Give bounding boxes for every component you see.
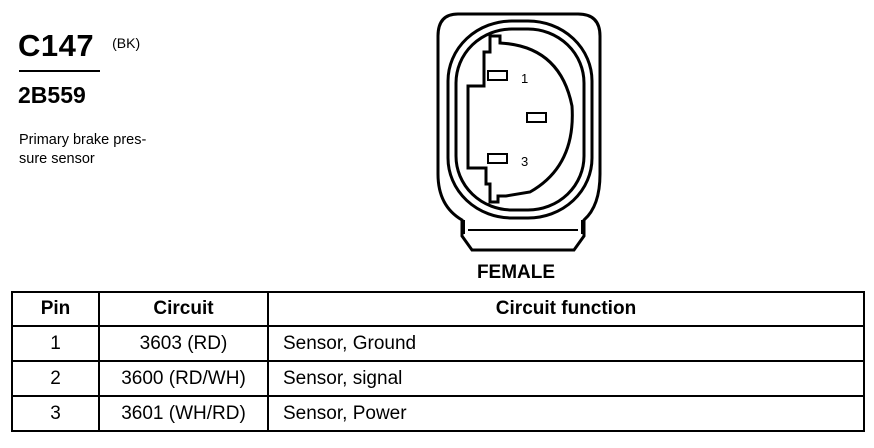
- table-row: 2 3600 (RD/WH) Sensor, signal: [11, 360, 865, 397]
- function-cell: Sensor, signal: [267, 360, 865, 397]
- pin-label-1: 1: [521, 71, 528, 86]
- connector-inner-seal: [454, 27, 586, 212]
- table-header-row: Pin Circuit Circuit function: [11, 291, 865, 327]
- header-divider: [19, 70, 100, 72]
- pinout-table: Pin Circuit Circuit function 1 3603 (RD)…: [11, 291, 865, 432]
- table-row: 1 3603 (RD) Sensor, Ground: [11, 325, 865, 362]
- header-circuit-function: Circuit function: [267, 291, 865, 327]
- pin-cell: 2: [11, 360, 100, 397]
- pin-cavity-3: [487, 153, 508, 164]
- pin-cavity-2: [526, 112, 547, 123]
- pin-cell: 1: [11, 325, 100, 362]
- circuit-cell: 3600 (RD/WH): [98, 360, 269, 397]
- connector-description: Primary brake pres- sure sensor: [19, 132, 147, 167]
- connector-header: C147 (BK): [18, 28, 140, 64]
- function-cell: Sensor, Power: [267, 395, 865, 432]
- terminal-insert: [466, 34, 574, 204]
- header-circuit: Circuit: [98, 291, 269, 327]
- header-pin: Pin: [11, 291, 100, 327]
- part-number: 2B559: [18, 82, 86, 108]
- view-label: FEMALE: [476, 262, 556, 283]
- pin-cavity-1: [487, 70, 508, 81]
- connector-outer-housing: [436, 12, 602, 252]
- connector-color: (BK): [112, 35, 141, 51]
- pin-cell: 3: [11, 395, 100, 432]
- table-row: 3 3601 (WH/RD) Sensor, Power: [11, 395, 865, 432]
- circuit-cell: 3603 (RD): [98, 325, 269, 362]
- connector-outer-seal: [446, 19, 594, 220]
- circuit-cell: 3601 (WH/RD): [98, 395, 269, 432]
- function-cell: Sensor, Ground: [267, 325, 865, 362]
- connector-face-diagram: 1 3: [436, 12, 602, 252]
- pin-label-3: 3: [521, 154, 528, 169]
- connector-id: C147: [18, 28, 95, 63]
